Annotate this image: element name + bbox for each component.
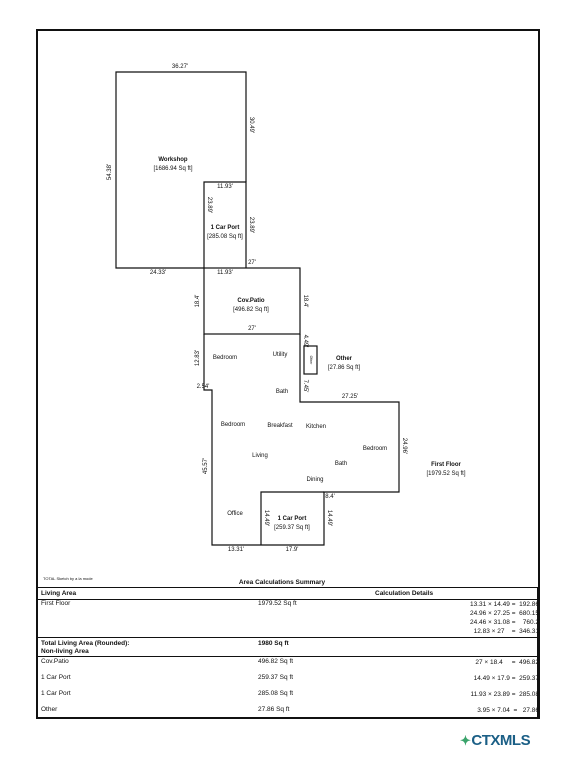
dim-carport-right: 23.89' xyxy=(248,217,254,233)
bedroom3-label: Bedroom xyxy=(363,446,387,452)
dining-label: Dining xyxy=(306,477,323,483)
first-floor-name: First Floor xyxy=(431,462,461,468)
dim-carport-bottom: 11.93' xyxy=(217,270,233,276)
other-area: [27.86 Sq ft] xyxy=(328,365,361,371)
dim-other-bottom: 7.45' xyxy=(302,380,308,393)
area-calculations-table: Living Area Calculation Details First Fl… xyxy=(37,587,539,718)
plan-text: Workshop [1686.94 Sq ft] 1 Car Port [285… xyxy=(107,64,466,553)
non-living-row-area: 27.86 Sq ft xyxy=(258,706,290,713)
first-floor-calcs: 13.31 × 14.49 = 192.86 24.96 × 27.25 = 6… xyxy=(428,600,539,636)
first-floor-row-name: First Floor xyxy=(41,600,71,607)
dim-1449a: 14.49' xyxy=(263,510,269,526)
dim-patio-right: 18.4' xyxy=(302,295,308,308)
dim-left-12: 12.83' xyxy=(195,350,201,366)
floor-plan xyxy=(115,71,400,546)
sketch-frame xyxy=(36,29,540,719)
patio-area: [496.82 Sq ft] xyxy=(233,307,269,313)
patio-name: Cov.Patio xyxy=(237,298,265,304)
bedroom2-label: Bedroom xyxy=(221,422,245,428)
non-living-row-name: Cov.Patio xyxy=(41,658,69,665)
table-divider xyxy=(38,637,537,638)
calc-line: 3.95 × 7.04 = 27.86 xyxy=(477,707,539,714)
dim-other-top: 4.49' xyxy=(302,335,308,348)
first-floor-row-area: 1979.52 Sq ft xyxy=(258,600,297,607)
dim-right-top: 30.49' xyxy=(248,117,254,133)
dim-1331: 13.31' xyxy=(228,547,244,553)
non-living-row-name: 1 Car Port xyxy=(41,674,71,681)
calc-line: 11.93 × 23.89 = 285.08 xyxy=(470,691,539,698)
dim-1449b: 14.49' xyxy=(326,510,332,526)
dim-2496: 24.96' xyxy=(401,438,407,454)
carport-top-name: 1 Car Port xyxy=(211,225,240,231)
calc-line: 14.49 × 17.9 = 259.37 xyxy=(473,675,539,682)
workshop-name: Workshop xyxy=(158,157,188,163)
plan-walls xyxy=(115,71,400,546)
table-header: Living Area Calculation Details xyxy=(38,590,537,600)
patio-outline xyxy=(203,267,301,335)
other-name: Other xyxy=(336,356,353,362)
utility-label: Utility xyxy=(273,352,288,358)
dim-179: 17.9' xyxy=(286,547,299,553)
non-living-row-name: Other xyxy=(41,706,58,713)
ctxmls-logo: ✦CTXMLS xyxy=(460,732,531,749)
kitchen-label: Kitchen xyxy=(306,424,326,430)
other-outline xyxy=(303,345,318,375)
carport-bottom-outline xyxy=(260,491,324,545)
other-small-label: Other xyxy=(309,356,313,366)
workshop-area: [1686.94 Sq ft] xyxy=(153,166,192,172)
carport-bottom-name: 1 Car Port xyxy=(278,516,307,522)
dim-carport-left: 23.89' xyxy=(206,197,212,213)
dim-left-workshop: 54.38' xyxy=(107,164,113,180)
calc-line: 24.46 × 31.08 = 760.2 xyxy=(469,619,539,626)
first-floor-area: [1979.52 Sq ft] xyxy=(426,471,465,477)
workshop-label: Workshop [1686.94 Sq ft] xyxy=(153,157,192,172)
bath1-label: Bath xyxy=(276,389,288,395)
dim-patio-left: 18.4' xyxy=(195,295,201,308)
total-label: Total Living Area (Rounded): xyxy=(41,640,130,647)
dim-bottom-workshop: 24.33' xyxy=(150,270,166,276)
carport-top-outline xyxy=(203,181,247,268)
dim-4557: 45.57' xyxy=(203,458,209,474)
calc-line: 27 × 18.4 = 496.82 xyxy=(475,659,539,666)
non-living-row-area: 259.37 Sq ft xyxy=(258,674,294,681)
dim-carport-top: 11.93' xyxy=(217,184,233,190)
dim-254: 2.54' xyxy=(197,384,210,390)
logo-text: CTXMLS xyxy=(471,732,531,749)
non-living-header: Non-living Area xyxy=(41,648,89,655)
living-area-header: Living Area xyxy=(41,590,77,597)
calc-details-header: Calculation Details xyxy=(375,590,434,597)
calc-line: 12.83 × 27 = 346.31 xyxy=(473,628,539,635)
dim-top: 36.27' xyxy=(172,64,188,70)
living-label: Living xyxy=(252,453,268,459)
non-living-row-name: 1 Car Port xyxy=(41,690,71,697)
carport-top-area: [285.08 Sq ft] xyxy=(207,234,243,240)
texas-star-icon: ✦ xyxy=(460,733,471,748)
workshop-outline xyxy=(115,71,247,269)
total-value: 1980 Sq ft xyxy=(258,640,289,647)
dim-84: 8.4' xyxy=(325,494,335,500)
bath2-label: Bath xyxy=(335,461,347,467)
table-divider xyxy=(38,656,537,657)
breakfast-label: Breakfast xyxy=(267,423,293,429)
bedroom1-label: Bedroom xyxy=(213,355,237,361)
dim-2725: 27.25' xyxy=(342,394,358,400)
carport-bottom-area: [259.37 Sq ft] xyxy=(274,525,310,531)
calc-line: 13.31 × 14.49 = 192.86 xyxy=(469,601,539,608)
non-living-row-area: 496.82 Sq ft xyxy=(258,658,294,665)
dim-patio-top-right: 27' xyxy=(248,260,256,266)
office-label: Office xyxy=(227,511,243,517)
sketch-footnote: TOTAL Sketch by a la mode xyxy=(43,576,93,581)
dim-patio-bottom: 27' xyxy=(248,326,256,332)
first-floor-outline xyxy=(203,334,400,546)
calc-line: 24.96 × 27.25 = 680.15 xyxy=(469,610,539,617)
non-living-row-area: 285.08 Sq ft xyxy=(258,690,294,697)
summary-title: Area Calculations Summary xyxy=(238,579,326,586)
